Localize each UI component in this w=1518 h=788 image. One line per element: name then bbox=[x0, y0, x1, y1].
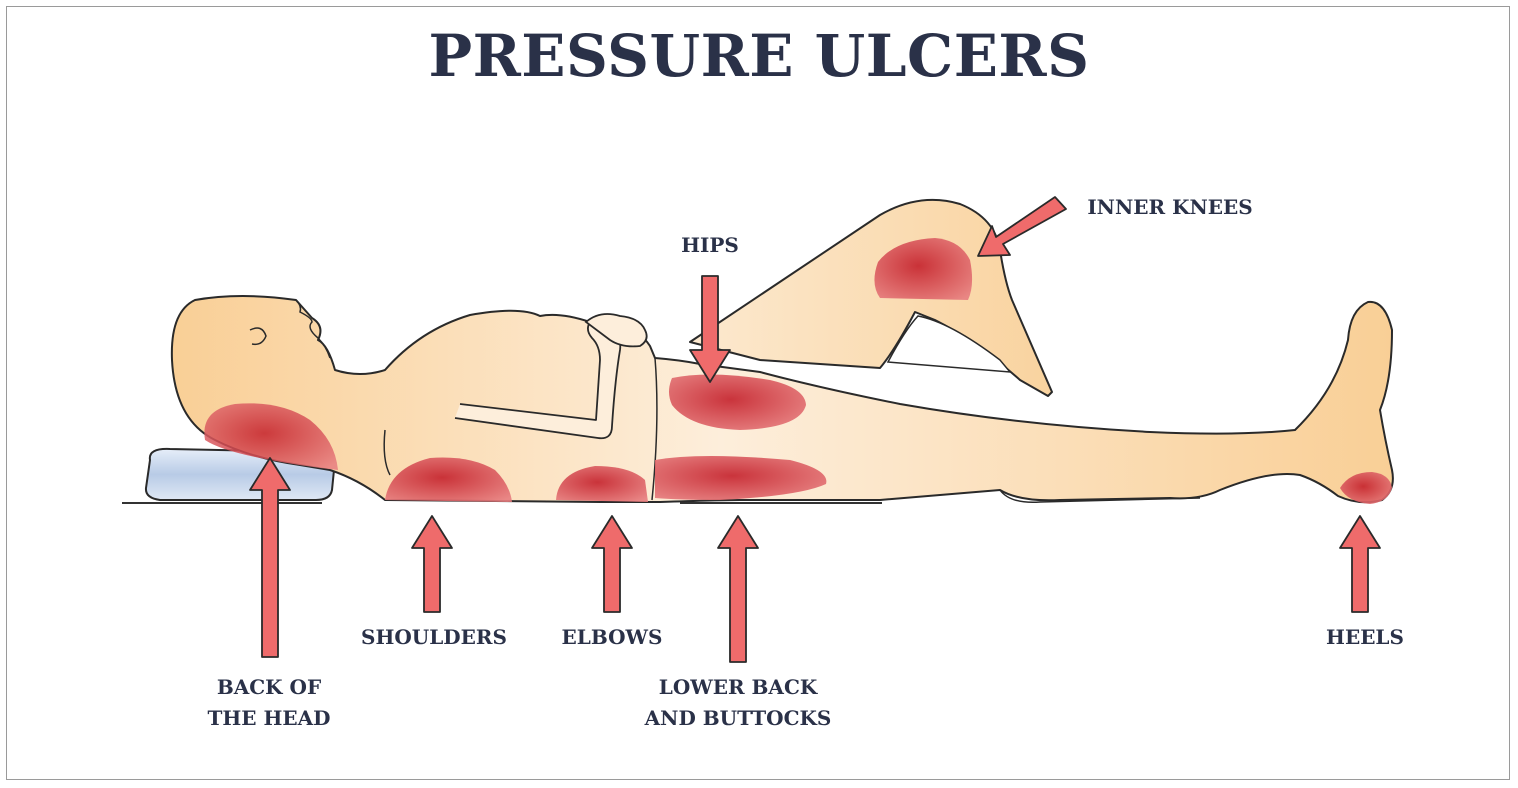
arrow-shoulders bbox=[412, 516, 452, 612]
arrow-back-of-head bbox=[250, 458, 290, 657]
arrow-lower-back bbox=[718, 516, 758, 662]
label-lower-back: LOWER BACK AND BUTTOCKS bbox=[628, 672, 848, 734]
label-hips: HIPS bbox=[660, 230, 760, 261]
label-back-of-head: BACK OF THE HEAD bbox=[194, 672, 344, 734]
label-heels: HEELS bbox=[1305, 622, 1425, 653]
label-back-of-head-line1: BACK OF bbox=[194, 672, 344, 703]
label-lower-back-line1: LOWER BACK bbox=[628, 672, 848, 703]
label-lower-back-line2: AND BUTTOCKS bbox=[628, 703, 848, 734]
label-back-of-head-line2: THE HEAD bbox=[194, 703, 344, 734]
arrow-inner-knees bbox=[978, 197, 1066, 256]
label-shoulders: SHOULDERS bbox=[344, 622, 524, 653]
label-elbows: ELBOWS bbox=[544, 622, 680, 653]
arrow-heels bbox=[1340, 516, 1380, 612]
arrow-elbows bbox=[592, 516, 632, 612]
label-inner-knees: INNER KNEES bbox=[1070, 192, 1270, 223]
